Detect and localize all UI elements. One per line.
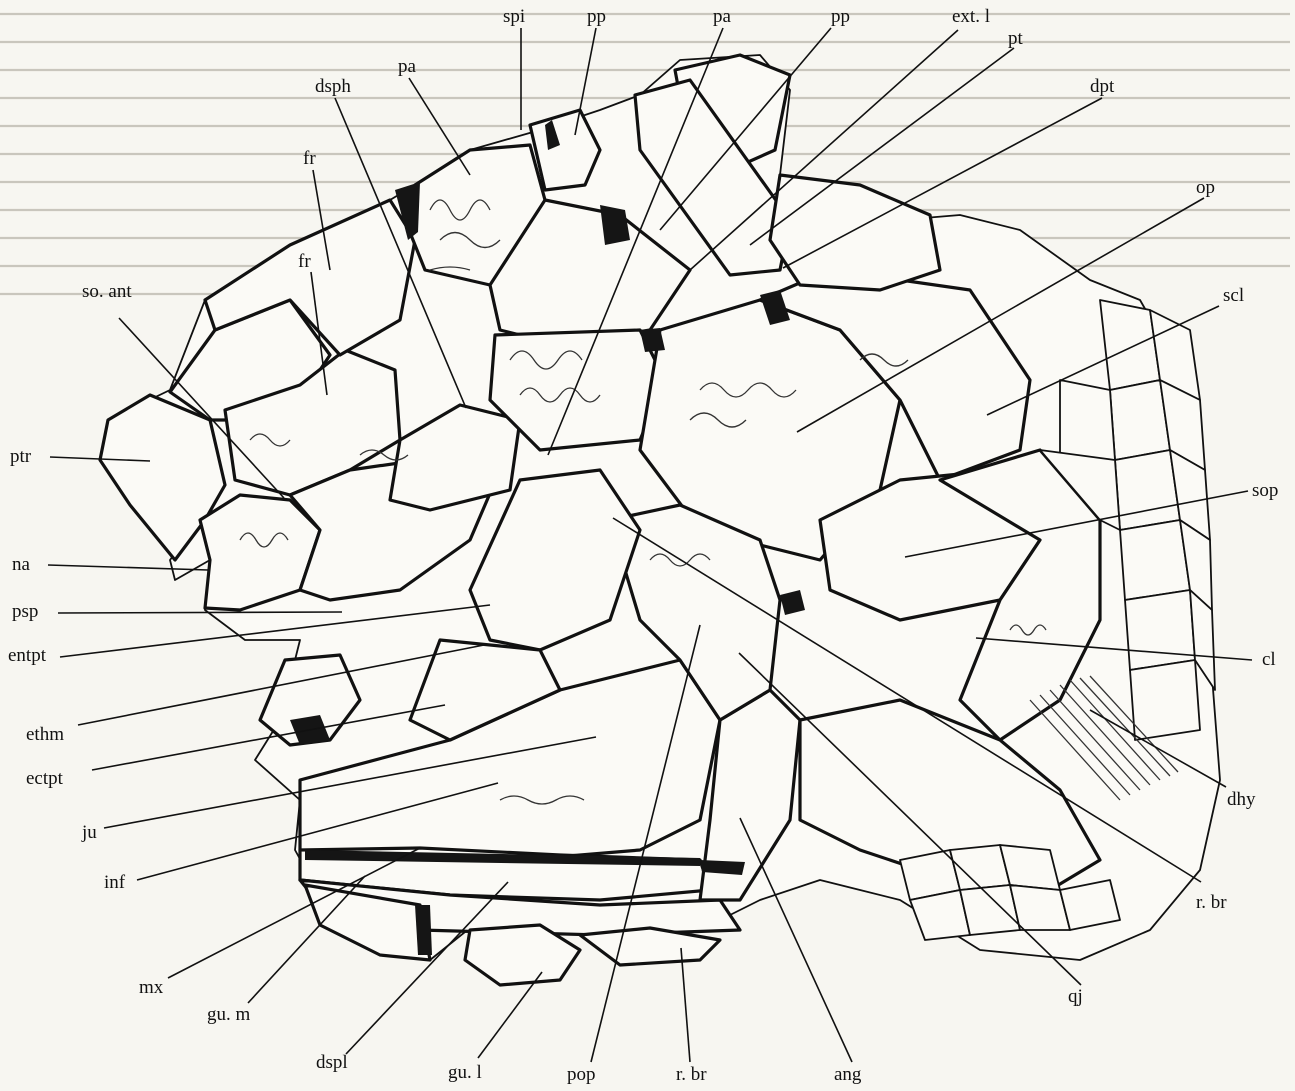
label-pa-top2: pa — [398, 56, 417, 77]
label-dspl: dspl — [316, 1052, 348, 1073]
label-dpt: dpt — [1090, 76, 1115, 97]
label-fr-2: fr — [298, 251, 311, 272]
label-ectpt: ectpt — [26, 768, 64, 789]
label-na: na — [12, 554, 31, 575]
label-pp-top2: pp — [831, 6, 850, 27]
label-so-ant: so. ant — [82, 281, 132, 302]
label-r-br-bottom: r. br — [676, 1064, 707, 1085]
label-spi: spi — [503, 6, 525, 27]
label-psp: psp — [12, 601, 38, 622]
label-pop: pop — [567, 1064, 596, 1085]
label-dsph: dsph — [315, 76, 351, 97]
label-ju: ju — [81, 822, 97, 843]
label-cl: cl — [1262, 649, 1276, 670]
label-r-br-right: r. br — [1196, 892, 1227, 913]
label-fr-1: fr — [303, 148, 316, 169]
label-pa-top1: pa — [713, 6, 732, 27]
label-pp-top1: pp — [587, 6, 606, 27]
label-ptr: ptr — [10, 446, 32, 467]
bone-dpt — [770, 175, 940, 290]
label-pt: pt — [1008, 28, 1024, 49]
label-dhy: dhy — [1227, 789, 1256, 810]
label-entpt: entpt — [8, 645, 47, 666]
label-op: op — [1196, 177, 1215, 198]
bone-gu-r — [580, 928, 720, 965]
label-mx: mx — [139, 977, 164, 998]
label-gu-m: gu. m — [207, 1004, 251, 1025]
label-sop: sop — [1252, 480, 1278, 501]
label-ext-l: ext. l — [952, 6, 990, 27]
label-scl: scl — [1223, 285, 1244, 306]
label-qj: qj — [1068, 986, 1083, 1007]
label-ethm: ethm — [26, 724, 64, 745]
label-inf: inf — [104, 872, 126, 893]
label-gu-l: gu. l — [448, 1062, 482, 1083]
label-ang: ang — [834, 1064, 862, 1085]
